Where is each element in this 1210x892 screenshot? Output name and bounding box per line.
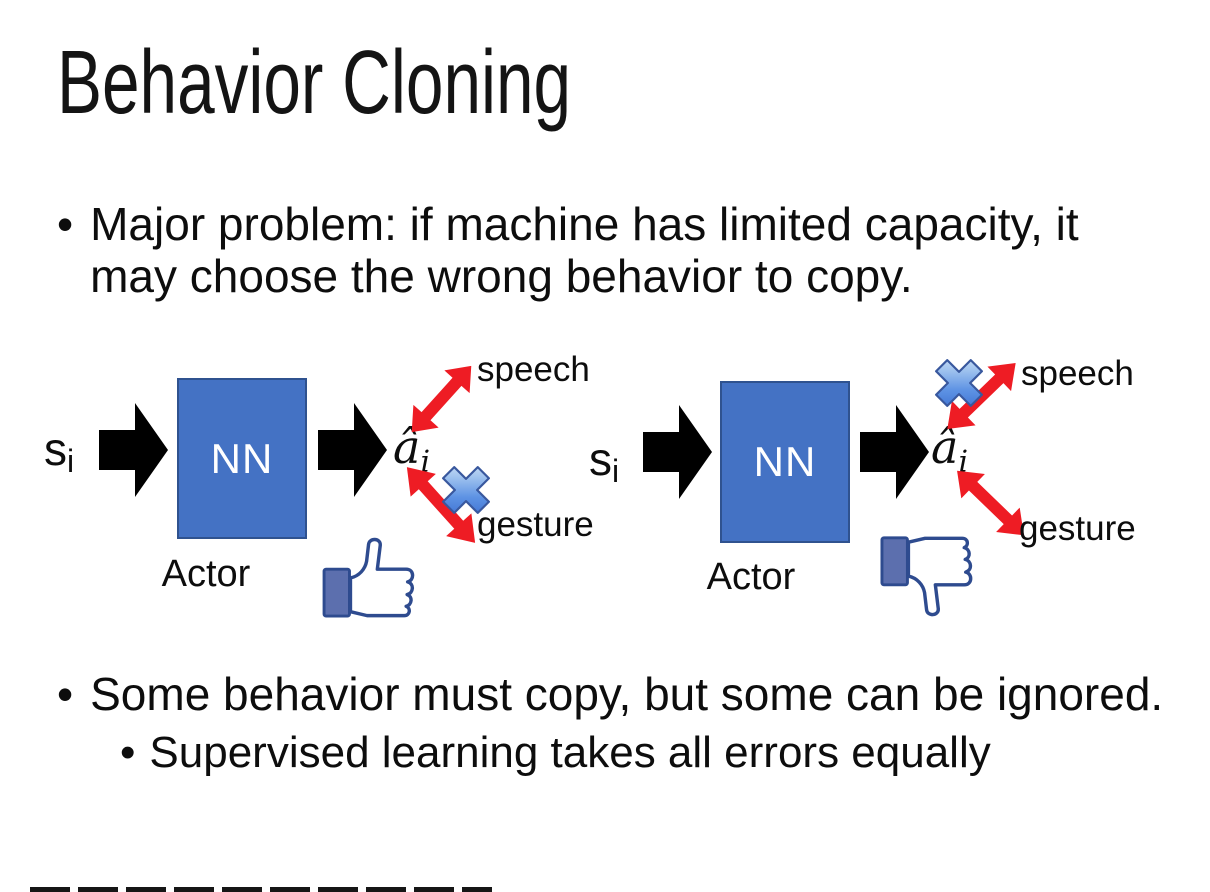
bullet-some-behavior: • Some behavior must copy, but some can … bbox=[57, 668, 1163, 720]
actor-label: Actor bbox=[706, 556, 796, 598]
bullet-text: Supervised learning takes all errors equ… bbox=[149, 728, 991, 777]
action-label: âi bbox=[393, 420, 431, 480]
bullet-glyph: • bbox=[120, 728, 136, 777]
action-label: âi bbox=[931, 420, 969, 480]
bullet-text: Major problem: if machine has limited ca… bbox=[90, 198, 1079, 302]
nn-box: NN bbox=[177, 378, 307, 539]
cross-icon bbox=[442, 466, 490, 514]
speech-label: speech bbox=[1021, 354, 1134, 393]
bullet-glyph: • bbox=[57, 198, 74, 250]
speech-arrow-icon bbox=[411, 365, 472, 433]
state-label: si bbox=[44, 423, 75, 480]
thumbs-up-icon bbox=[322, 537, 415, 618]
gesture-label: gesture bbox=[1019, 509, 1136, 548]
input-arrow-icon bbox=[643, 405, 712, 499]
gesture-arrow-icon bbox=[406, 467, 476, 543]
cropped-bottom-text-artifact bbox=[30, 887, 492, 892]
output-arrow-icon bbox=[860, 405, 929, 499]
bullet-glyph: • bbox=[57, 668, 74, 720]
nn-label: NN bbox=[210, 434, 274, 482]
actor-label: Actor bbox=[161, 553, 251, 595]
bullet-text: Some behavior must copy, but some can be… bbox=[90, 668, 1164, 720]
thumbs-down-icon bbox=[880, 536, 973, 617]
nn-label: NN bbox=[753, 438, 817, 485]
state-label: si bbox=[589, 433, 620, 490]
output-arrow-icon bbox=[318, 403, 387, 497]
bullet-major-problem: • Major problem: if machine has limited … bbox=[57, 198, 1079, 302]
gesture-label: gesture bbox=[477, 505, 594, 544]
nn-box: NN bbox=[720, 381, 850, 543]
cross-icon bbox=[935, 359, 983, 407]
page-title: Behavior Cloning bbox=[57, 33, 572, 133]
bullet-supervised-learning: • Supervised learning takes all errors e… bbox=[120, 728, 991, 778]
gesture-arrow-icon bbox=[957, 470, 1024, 536]
input-arrow-icon bbox=[99, 403, 168, 497]
speech-label: speech bbox=[477, 350, 590, 389]
